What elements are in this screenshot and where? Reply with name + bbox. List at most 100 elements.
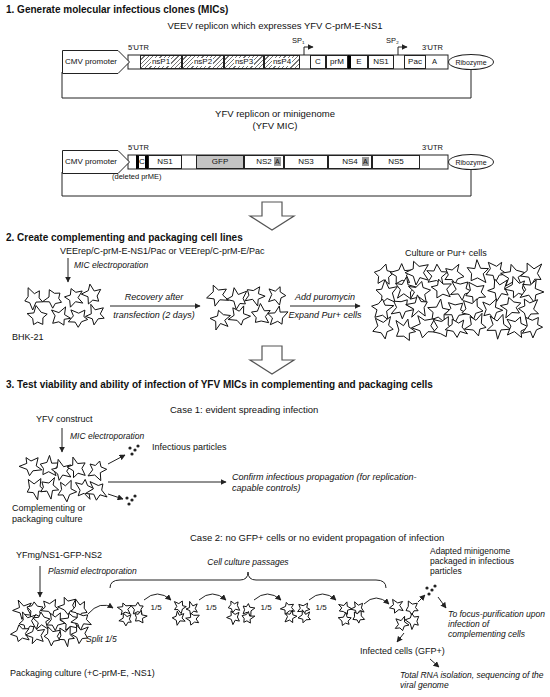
segment-label: NS3	[298, 158, 314, 166]
cell	[405, 261, 428, 285]
cell	[25, 288, 43, 310]
cell	[228, 306, 250, 325]
gene-segment: C	[136, 155, 148, 169]
drawing-part	[364, 598, 389, 604]
text-label: 5'UTR	[128, 43, 149, 52]
plasmid-1	[62, 47, 471, 98]
gene-segment: nsP1	[140, 55, 182, 69]
text-label: 1/5	[261, 603, 272, 613]
cell	[391, 300, 415, 319]
gene-segment: GFP	[196, 155, 244, 169]
section-heading: 2. Create complementing and packaging ce…	[6, 232, 243, 244]
drawing-part	[250, 202, 294, 230]
segment-label: C	[315, 58, 321, 66]
text-label: 5'UTR	[128, 143, 149, 152]
segment-label: Pac	[408, 58, 422, 66]
segment-label: nsP4	[272, 58, 292, 66]
gene-segment: NS5	[372, 155, 420, 169]
drawing-part	[397, 633, 404, 642]
motif-box: A	[274, 157, 281, 166]
segment-label: prM	[330, 58, 344, 66]
virus-particle	[425, 586, 428, 589]
cell	[27, 306, 47, 325]
segment-label: Ribozyme	[455, 59, 486, 66]
cell	[338, 612, 351, 625]
drawing-part	[68, 258, 69, 282]
cell	[412, 316, 436, 338]
cell	[135, 611, 147, 623]
text-label: (YFV MIC)	[0, 120, 550, 131]
virus-particle	[130, 498, 133, 501]
text-label: MIC electroporation	[74, 260, 148, 270]
segment-label: NS1	[373, 58, 389, 66]
cell	[11, 625, 30, 642]
cell	[88, 461, 107, 481]
cell	[43, 290, 62, 309]
cell	[520, 280, 544, 303]
virus-particle	[130, 452, 133, 455]
cell	[33, 612, 50, 629]
drawing-part	[250, 346, 294, 374]
text-label: SP₂	[386, 36, 399, 45]
segment-label: C	[139, 158, 145, 166]
cell	[396, 319, 416, 340]
text-label: Plasmid electroporation	[48, 566, 137, 576]
text-label: Case 1: evident spreading infection	[170, 404, 318, 415]
segment-label: NS5	[388, 158, 404, 166]
cell	[242, 612, 255, 624]
text-label: Culture or Pur+ cells	[405, 248, 487, 259]
drawing-part	[128, 55, 448, 69]
drawing-part	[304, 47, 313, 55]
cell	[67, 457, 85, 478]
motif-box: A	[362, 157, 369, 166]
promoter-shape	[63, 51, 130, 74]
cell	[406, 295, 428, 317]
segment-label: nsP3	[234, 58, 254, 66]
drawing-part	[108, 482, 226, 483]
text-label: Add puromycin	[282, 292, 368, 303]
gene-segment: E	[348, 55, 368, 69]
cell	[68, 310, 87, 327]
cell	[405, 613, 419, 629]
cell	[268, 306, 288, 325]
cell	[395, 616, 409, 630]
cell	[59, 626, 75, 646]
gene-segment: nsP3	[224, 55, 264, 69]
ribozyme-oval: Ribozyme	[448, 54, 494, 70]
cell	[427, 264, 448, 285]
text-label: Complementing or packaging culture	[12, 503, 122, 525]
cell	[71, 625, 88, 644]
flow-arrows	[40, 258, 446, 667]
text-label: 1/5	[316, 603, 327, 613]
drawing-part	[199, 594, 226, 600]
drawing-part	[108, 494, 123, 499]
text-label: Packaging culture (+C-prM-E, -NS1)	[10, 668, 155, 679]
cell	[353, 611, 365, 624]
virus-particle	[433, 584, 436, 587]
text-label: VEEV replicon which expresses YFV C-prM-…	[0, 20, 550, 31]
cell	[207, 285, 229, 306]
drawing-part	[144, 594, 171, 600]
drawing-part	[430, 659, 439, 667]
passage-brace	[110, 572, 386, 588]
gene-segment: Pac	[404, 55, 426, 69]
drawing-part	[290, 306, 360, 307]
cell	[269, 287, 286, 305]
drawing-part	[62, 70, 471, 98]
segment-label: Ribozyme	[455, 159, 486, 166]
gene-segment: nsP4	[264, 55, 300, 69]
cell	[519, 299, 539, 320]
cell	[376, 280, 398, 304]
drawing-part	[88, 605, 113, 614]
segment-label: NS4	[342, 158, 358, 166]
block-arrows	[250, 202, 294, 374]
drawing-part	[62, 170, 471, 196]
gene-segment: prM	[326, 55, 348, 69]
cell	[373, 317, 393, 339]
cell	[119, 613, 131, 626]
segment-label: NS2	[256, 158, 272, 166]
text-label: YFmg/NS1-GFP-NS2	[16, 550, 102, 561]
drawing-part	[418, 595, 425, 602]
text-label: 3'UTR	[422, 143, 443, 152]
cell	[431, 279, 451, 298]
